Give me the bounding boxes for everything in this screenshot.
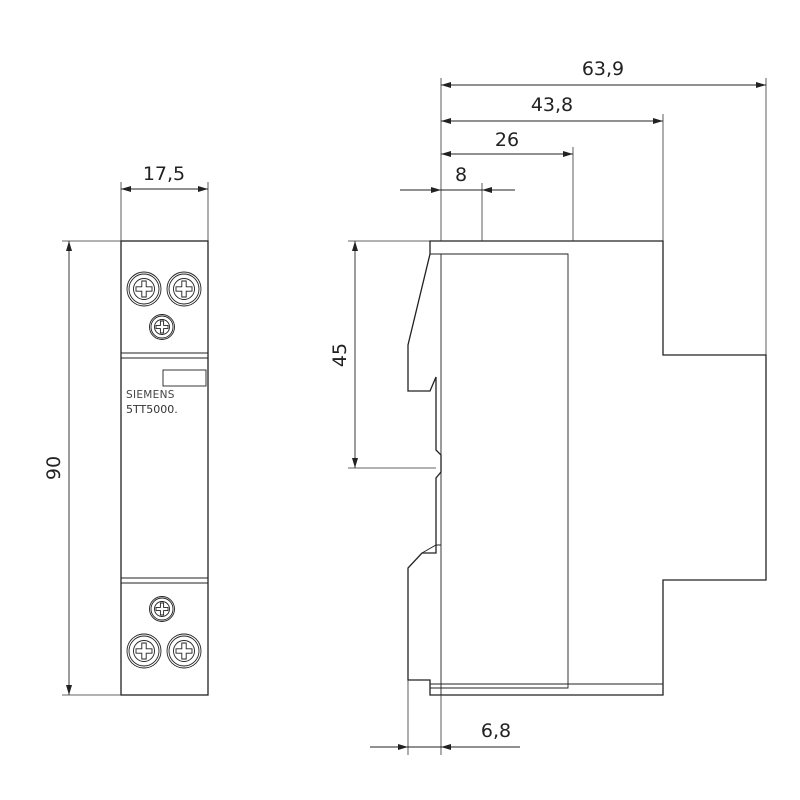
- dimension-rail-height: 45: [329, 240, 436, 469]
- dimension-front-height: 90: [43, 240, 121, 696]
- dim-rail-height-label: 45: [329, 343, 351, 367]
- dim-depth-3-label: 26: [495, 129, 519, 151]
- dim-offset-label: 6,8: [481, 720, 511, 742]
- model-label: 5TT5000.: [126, 403, 178, 416]
- side-inner-contour: [430, 253, 569, 689]
- side-body-outline: [407, 240, 767, 696]
- dimension-depth-2: 43,8: [441, 94, 664, 241]
- terminal-screw-icon: [126, 633, 162, 669]
- terminal-screw-icon: [149, 314, 175, 340]
- dim-total-depth-label: 63,9: [582, 58, 624, 80]
- dim-depth-4-label: 8: [455, 164, 467, 186]
- terminal-screw-icon: [166, 271, 202, 307]
- terminal-screw-icon: [149, 596, 175, 622]
- status-indicator-window: [162, 369, 207, 387]
- dimension-front-width: 17,5: [120, 163, 209, 241]
- front-body-outline: [120, 240, 209, 696]
- dimension-depth-3: 26: [441, 129, 574, 241]
- side-clip-detail: [421, 544, 441, 554]
- terminal-screw-icon: [126, 271, 162, 307]
- terminal-screw-icon: [166, 633, 202, 669]
- dimension-depth-4: 8: [400, 164, 515, 241]
- dimension-total-depth: 63,9: [440, 58, 767, 355]
- side-view: [407, 240, 767, 696]
- dim-depth-2-label: 43,8: [531, 94, 573, 116]
- dim-front-height-label: 90: [43, 456, 65, 480]
- front-view: SIEMENS 5TT5000.: [120, 240, 209, 696]
- dimension-offset: 6,8: [370, 680, 520, 755]
- dim-front-width-label: 17,5: [143, 163, 185, 185]
- brand-label: SIEMENS: [126, 389, 175, 401]
